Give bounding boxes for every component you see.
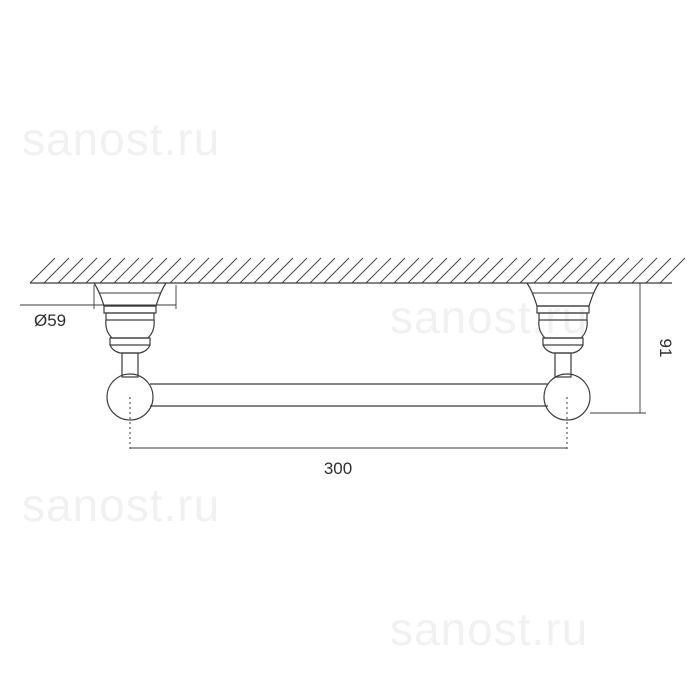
watermark-bottom-right: sanost.ru (390, 603, 589, 655)
hatch-stroke (239, 257, 266, 284)
watermark-top-left: sanost.ru (22, 113, 221, 165)
hatch-stroke (43, 257, 70, 284)
hatch-stroke (645, 257, 672, 284)
hatch-stroke (141, 257, 168, 284)
hatch-stroke (547, 257, 574, 284)
hatch-stroke (337, 257, 364, 284)
left-neck (109, 344, 151, 354)
hatch-stroke (393, 257, 420, 284)
right-ring-3 (542, 337, 584, 346)
hatch-stroke (477, 257, 504, 284)
hatch-stroke (183, 257, 210, 284)
right-collar (538, 319, 588, 339)
hatch-stroke (127, 257, 154, 284)
right-mount (526, 282, 600, 421)
hatch-stroke (99, 257, 126, 284)
hatch-stroke (603, 257, 630, 284)
hatch-stroke (197, 257, 224, 284)
hatch-stroke (169, 257, 196, 284)
hatch-stroke (435, 257, 462, 284)
length-label: 300 (324, 459, 352, 478)
length-dimension: 300 (129, 397, 568, 478)
hatch-stroke (295, 257, 322, 284)
hatch-stroke (323, 257, 350, 284)
left-ring-3 (109, 337, 151, 346)
hatch-stroke (351, 257, 378, 284)
hatch-stroke (281, 257, 308, 284)
left-ring-2 (105, 312, 155, 321)
hatch-stroke (309, 257, 336, 284)
left-mount (93, 282, 167, 421)
hatch-stroke (575, 257, 602, 284)
hatch-stroke (505, 257, 532, 284)
towel-bar (150, 383, 548, 407)
hatch-stroke (407, 257, 434, 284)
right-neck (542, 344, 584, 354)
right-flange (526, 282, 600, 307)
hatch-stroke (659, 257, 686, 284)
hatch-stroke (85, 257, 112, 284)
left-ball (106, 373, 154, 421)
watermark-middle-right: sanost.ru (390, 291, 589, 343)
hatch-stroke (421, 257, 448, 284)
hatch-stroke (365, 257, 392, 284)
hatch-stroke (533, 257, 560, 284)
hatch-stroke (155, 257, 182, 284)
watermark-bottom-left: sanost.ru (22, 479, 221, 531)
left-stem (121, 352, 139, 378)
projection-label: 91 (656, 339, 675, 358)
hatch-stroke (225, 257, 252, 284)
right-ball (543, 373, 591, 421)
hatch-stroke (211, 257, 238, 284)
right-stem (554, 352, 572, 378)
left-collar (105, 319, 155, 339)
hatch-stroke (57, 257, 84, 284)
hatch-stroke (631, 257, 658, 284)
hatch-stroke (589, 257, 616, 284)
hatch-stroke (113, 257, 140, 284)
hatch-stroke (449, 257, 476, 284)
right-ring-1 (536, 305, 590, 314)
hatch-stroke (617, 257, 644, 284)
hatch-stroke (379, 257, 406, 284)
right-ring-2 (538, 312, 588, 321)
hatch-stroke (491, 257, 518, 284)
hatch-stroke (561, 257, 588, 284)
hatch-stroke (253, 257, 280, 284)
hatch-stroke (463, 257, 490, 284)
projection-dimension: 91 (590, 282, 675, 414)
diameter-label: Ø59 (34, 311, 66, 330)
hatch-stroke (267, 257, 294, 284)
wall-hatching (29, 257, 686, 284)
hatch-stroke (71, 257, 98, 284)
left-flange (93, 282, 167, 307)
left-ring-1 (103, 305, 157, 314)
hatch-stroke (29, 257, 56, 284)
diameter-dimension: Ø59 (20, 285, 177, 330)
hatch-stroke (519, 257, 546, 284)
